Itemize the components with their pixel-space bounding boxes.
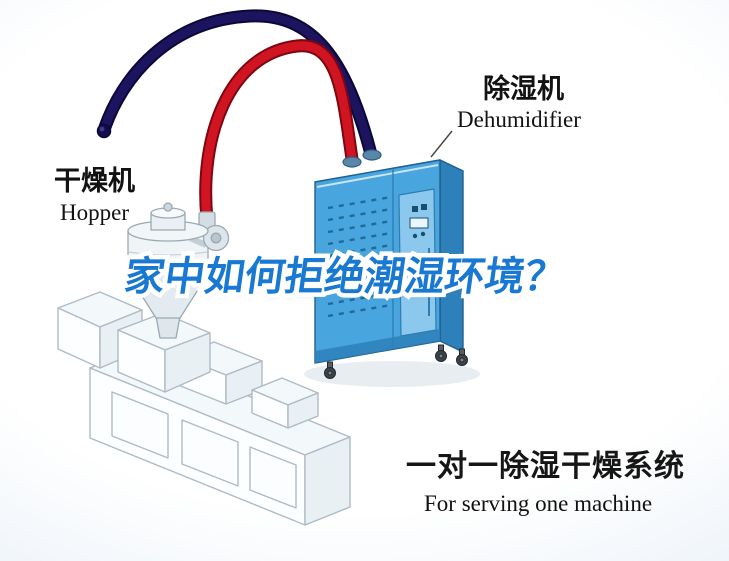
hopper-illustration [127,202,230,339]
hopper-seam [128,251,208,256]
extruder-panel [181,419,239,487]
footer-title-cn: 一对一除湿干燥系统 [406,450,685,483]
panel-knob [420,231,426,237]
dehumidifier-label-pointer [430,130,453,158]
return-air-pipe [99,11,376,159]
panel-button [412,206,418,212]
headline: 家中如何拒绝潮湿环境？ 家中如何拒绝潮湿环境？ [117,251,572,304]
footer-subtitle-en: For serving one machine [424,491,653,516]
hopper-lid-knob [163,202,173,212]
hopper-seam [128,262,208,267]
dehumidifier-label-cn: 除湿机 [483,74,564,104]
extruder-cover [251,377,319,429]
dryer-label-en: Hopper [60,200,129,225]
pipe-end-cap [96,123,112,139]
pipe-end-highlight [99,126,105,132]
extruder-panel [111,391,169,459]
dehumidifier-shadow [304,361,480,387]
dehumidifier-base-band [315,329,440,363]
dry-air-pipe [201,41,357,224]
panel-knob [412,233,418,239]
extruder-illustration [57,291,351,526]
panel-display [409,217,429,229]
pipe-fitting [362,149,382,161]
extruder-end-face [304,436,351,526]
hopper-neck [155,315,181,339]
dehumidifier-label-en: Dehumidifier [457,107,581,132]
headline-text: 家中如何拒绝潮湿环境？ [121,255,568,299]
pipes-group [96,9,378,226]
panel-button [421,204,427,210]
dryer-label-cn: 干燥机 [54,166,135,196]
blower-hub [210,232,222,244]
pipe-fitting [342,156,362,168]
extruder-panel [249,446,297,509]
caster-wheels [324,344,468,379]
dehumidifier-illustration [314,159,468,379]
dehumidifier-top-highlight [316,164,439,188]
